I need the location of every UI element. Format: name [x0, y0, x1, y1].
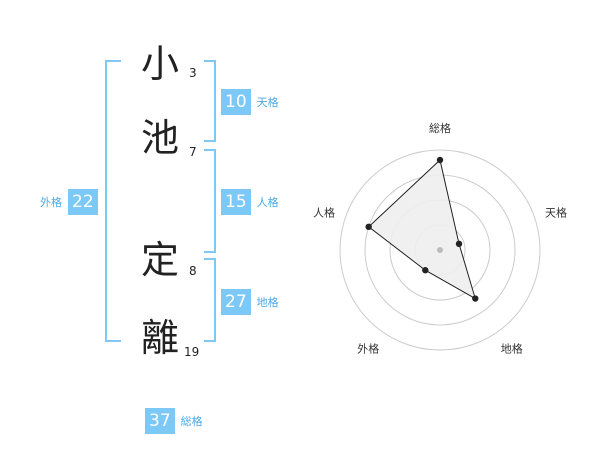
gaikaku-bracket [105, 60, 121, 342]
radar-axis-label: 人格 [313, 205, 335, 219]
radar-point-2 [455, 240, 463, 248]
gaikaku-label: 外格 [40, 196, 62, 209]
gaikaku-badge: 外格 22 [40, 189, 98, 215]
name-char-4: 離 [141, 316, 180, 360]
jinkaku-bracket [204, 149, 216, 253]
tenkaku-bracket [204, 60, 216, 142]
radar-series-area [367, 159, 477, 300]
jinkaku-value: 15 [221, 189, 251, 215]
stroke-count-2: 7 [189, 145, 197, 159]
radar-grid-ring [339, 149, 541, 351]
stroke-count-1: 3 [189, 66, 197, 80]
chikaku-value: 27 [221, 289, 251, 315]
stroke-count-3: 8 [189, 264, 197, 278]
gaikaku-value: 22 [68, 189, 98, 215]
radar-center-point [437, 247, 443, 253]
name-char-3: 定 [141, 238, 180, 282]
chikaku-label: 地格 [256, 296, 279, 309]
tenkaku-badge: 10 天格 [221, 89, 279, 115]
soukaku-value: 37 [145, 408, 175, 434]
radar-point-1 [436, 156, 444, 164]
soukaku-label: 総格 [180, 415, 203, 428]
tenkaku-label: 天格 [256, 96, 279, 109]
stroke-count-4: 19 [184, 345, 200, 359]
name-char-2: 池 [141, 116, 180, 160]
radar-axis-label: 総格 [429, 121, 451, 135]
radar-axis-label: 外格 [357, 342, 379, 356]
chikaku-bracket [204, 258, 216, 342]
chikaku-badge: 27 地格 [221, 289, 279, 315]
radar-axis-label: 天格 [545, 205, 567, 219]
soukaku-badge: 37 総格 [145, 408, 203, 434]
radar-point-3 [472, 295, 479, 302]
radar-axis-label: 地格 [501, 342, 523, 356]
radar-point-5 [365, 223, 372, 231]
name-char-1: 小 [141, 42, 180, 86]
jinkaku-badge: 15 人格 [221, 189, 279, 215]
jinkaku-label: 人格 [256, 196, 279, 209]
tenkaku-value: 10 [221, 89, 251, 115]
radar-point-4 [422, 267, 429, 274]
